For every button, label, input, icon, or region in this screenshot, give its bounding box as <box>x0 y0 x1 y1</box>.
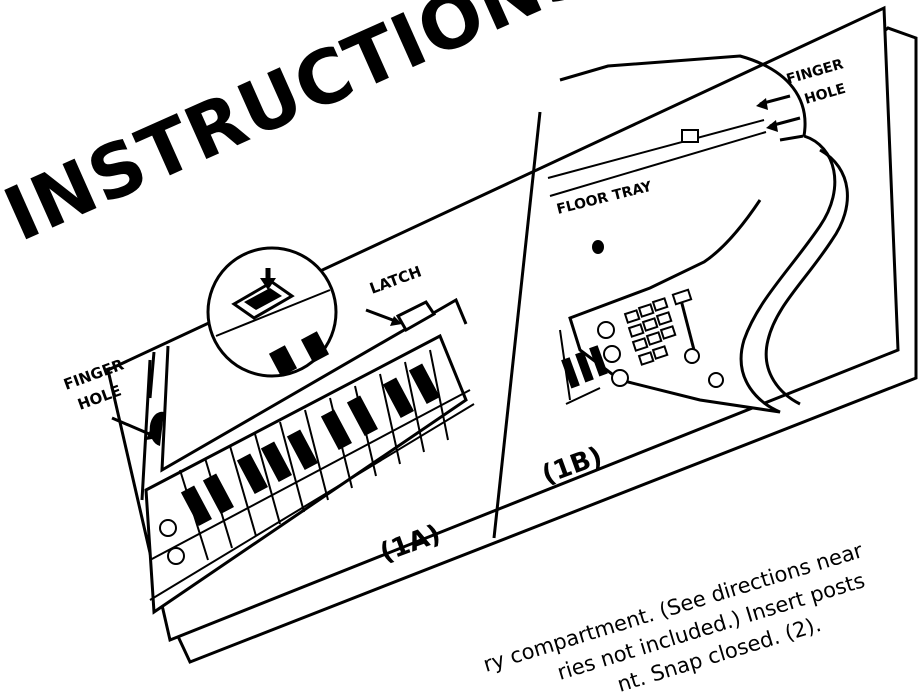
piano-keys <box>179 349 449 561</box>
keyboard-lid <box>140 297 468 501</box>
latch <box>395 300 437 333</box>
magnified-latch <box>215 268 331 377</box>
panel-1a: FINGER HOLE LATCH (1A) <box>61 246 475 615</box>
side-knob <box>159 519 177 537</box>
lid-top <box>559 54 807 142</box>
side-knob <box>167 547 185 565</box>
partial-keys <box>559 329 608 405</box>
panel-divider <box>492 111 542 539</box>
control-panel <box>597 288 724 388</box>
floor-tray-hole <box>592 240 604 254</box>
finger-hole-arrow <box>111 416 155 438</box>
